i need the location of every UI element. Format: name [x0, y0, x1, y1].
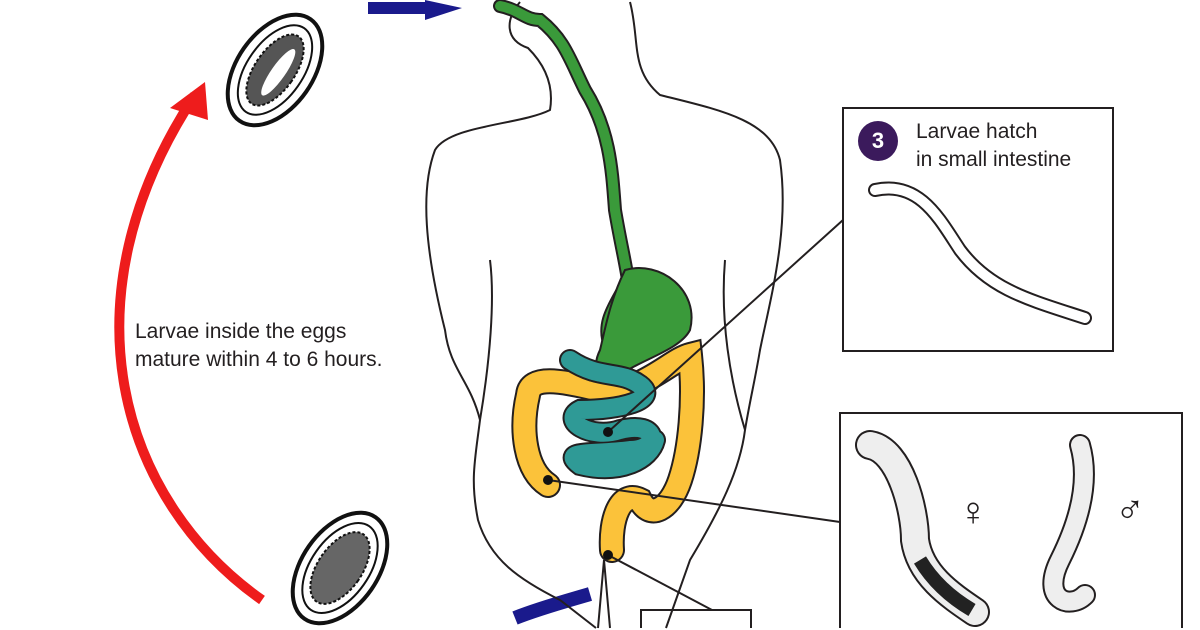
cycle-arrow [114, 92, 265, 605]
eggs-laid-box [640, 609, 752, 628]
larva-illustration [868, 181, 1092, 325]
step3-label: Larvae hatch in small intestine [916, 118, 1071, 174]
maturation-line-1: Larvae inside the eggs [135, 320, 347, 343]
larvae-hatch-box [842, 107, 1114, 352]
female-symbol: ♀ [958, 490, 988, 534]
step3-line-1: Larvae hatch [916, 120, 1038, 143]
step3-line-2: in small intestine [916, 148, 1072, 171]
male-symbol: ♂ [1115, 488, 1145, 532]
adult-worms-box [839, 412, 1183, 628]
excretion-arrow [512, 587, 593, 625]
maturation-label: Larvae inside the eggs mature within 4 t… [135, 318, 382, 374]
pointer-lines [547, 219, 844, 611]
ingestion-arrowhead [425, 0, 462, 20]
human-body-outline [425, 1, 784, 629]
maturation-line-2: mature within 4 to 6 hours. [135, 348, 383, 371]
egg-bottom [290, 510, 390, 626]
cycle-arrowhead [170, 82, 208, 120]
step-badge: 3 [858, 121, 898, 161]
egg-top [225, 12, 325, 128]
